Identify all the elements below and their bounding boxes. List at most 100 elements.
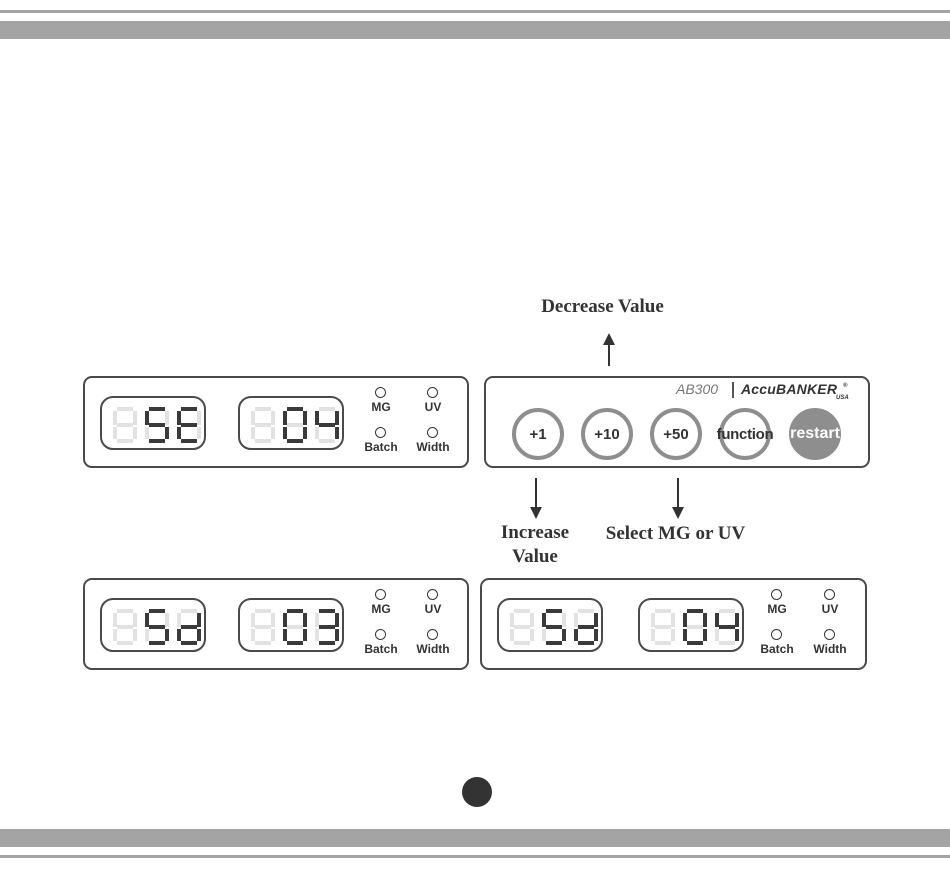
- lcd-segment-d: [149, 439, 165, 443]
- lcd-segment-d: [687, 641, 703, 645]
- plus-50-button[interactable]: +50: [650, 408, 702, 460]
- lcd-segment-d: [255, 641, 271, 645]
- bottom-thick-rule: [0, 829, 950, 847]
- lcd-segment-b: [133, 411, 137, 425]
- uv-indicator-icon: [427, 589, 438, 600]
- lcd-segment-c: [197, 629, 201, 641]
- lcd-segment-e: [113, 629, 117, 641]
- lcd-segment-g: [149, 423, 165, 427]
- mg-indicator-icon: [375, 387, 386, 398]
- lcd-segment-g: [181, 625, 197, 629]
- lcd-segment-g: [319, 625, 335, 629]
- lcd-segment-c: [303, 629, 307, 641]
- lcd-segment-f: [315, 613, 319, 627]
- function-button[interactable]: function: [719, 408, 771, 460]
- lcd-segment-f: [145, 613, 149, 627]
- mg-indicator-icon: [771, 589, 782, 600]
- lcd-segment-c: [165, 427, 169, 439]
- lcd-segment-a: [578, 609, 594, 613]
- lcd-segment-g: [287, 423, 303, 427]
- lcd-segment-e: [683, 629, 687, 641]
- lcd-segment-d: [181, 439, 197, 443]
- lcd-segment-f: [315, 411, 319, 425]
- uv-label: UV: [411, 400, 455, 414]
- lcd-segment-d: [149, 641, 165, 645]
- lcd-segment-f: [510, 613, 514, 627]
- plus-1-button[interactable]: +1: [512, 408, 564, 460]
- lcd-segment-g: [117, 625, 133, 629]
- lcd-segment-d: [514, 641, 530, 645]
- down-arrow-icon: [530, 507, 542, 519]
- lcd-segment-a: [181, 609, 197, 613]
- lcd-segment-d: [319, 641, 335, 645]
- lcd-segment-c: [165, 629, 169, 641]
- lcd-segment-a: [117, 609, 133, 613]
- batch-indicator-icon: [375, 629, 386, 640]
- lcd-segment-a: [719, 609, 735, 613]
- lcd-left-2: [100, 598, 206, 652]
- batch-label: Batch: [359, 440, 403, 454]
- mg-indicator-icon: [375, 589, 386, 600]
- lcd-segment-b: [594, 613, 598, 627]
- lcd-segment-c: [703, 629, 707, 641]
- lcd-segment-e: [283, 427, 287, 439]
- lcd-segment-f: [145, 411, 149, 425]
- display-panel-3: MG UV Batch Width: [480, 578, 867, 670]
- restart-button[interactable]: restart: [789, 408, 841, 460]
- lcd-segment-a: [287, 407, 303, 411]
- lcd-segment-b: [735, 613, 739, 627]
- lcd-segment-f: [683, 613, 687, 627]
- lcd-segment-b: [703, 613, 707, 627]
- lcd-segment-d: [287, 641, 303, 645]
- lcd-segment-f: [251, 411, 255, 425]
- lcd-segment-g: [655, 625, 671, 629]
- lcd-segment-e: [315, 629, 319, 641]
- lcd-segment-b: [165, 411, 169, 425]
- lcd-segment-b: [133, 613, 137, 627]
- brand-divider: [732, 382, 734, 398]
- width-indicator-icon: [427, 427, 438, 438]
- lcd-segment-b: [197, 613, 201, 627]
- plus-10-button[interactable]: +10: [581, 408, 633, 460]
- lcd-left-1: [100, 396, 206, 450]
- lcd-segment-g: [578, 625, 594, 629]
- lcd-segment-d: [655, 641, 671, 645]
- lcd-segment-e: [145, 629, 149, 641]
- lcd-segment-b: [562, 613, 566, 627]
- lcd-segment-a: [546, 609, 562, 613]
- lcd-segment-f: [251, 613, 255, 627]
- display-panel-2: MG UV Batch Width: [83, 578, 469, 670]
- lcd-segment-g: [255, 423, 271, 427]
- lcd-segment-e: [177, 427, 181, 439]
- lcd-segment-c: [133, 427, 137, 439]
- lcd-segment-d: [546, 641, 562, 645]
- lcd-segment-e: [315, 427, 319, 439]
- lcd-segment-f: [574, 613, 578, 627]
- lcd-segment-e: [542, 629, 546, 641]
- lcd-segment-b: [165, 613, 169, 627]
- lcd-segment-d: [578, 641, 594, 645]
- lcd-segment-c: [303, 427, 307, 439]
- lcd-segment-c: [530, 629, 534, 641]
- lcd-segment-c: [133, 629, 137, 641]
- lcd-segment-e: [651, 629, 655, 641]
- increase-line-2: Value: [480, 545, 590, 569]
- select-mg-uv-label: Select MG or UV: [588, 522, 763, 546]
- lcd-segment-c: [562, 629, 566, 641]
- lcd-segment-a: [255, 407, 271, 411]
- lcd-segment-e: [251, 427, 255, 439]
- lcd-segment-c: [197, 427, 201, 439]
- lcd-segment-a: [181, 407, 197, 411]
- bottom-thin-rule: [0, 855, 950, 858]
- brand-logo: AccuBANKER: [741, 381, 837, 397]
- control-panel: AB300 AccuBANKER ® USA +1 +10 +50 functi…: [484, 376, 870, 468]
- lcd-segment-e: [113, 427, 117, 439]
- lcd-segment-e: [715, 629, 719, 641]
- mg-label: MG: [755, 602, 799, 616]
- lcd-segment-e: [177, 629, 181, 641]
- lcd-segment-a: [655, 609, 671, 613]
- lcd-left-3: [497, 598, 603, 652]
- down-arrow-1-shaft: [535, 478, 537, 508]
- top-thin-rule: [0, 10, 950, 13]
- lcd-segment-d: [255, 439, 271, 443]
